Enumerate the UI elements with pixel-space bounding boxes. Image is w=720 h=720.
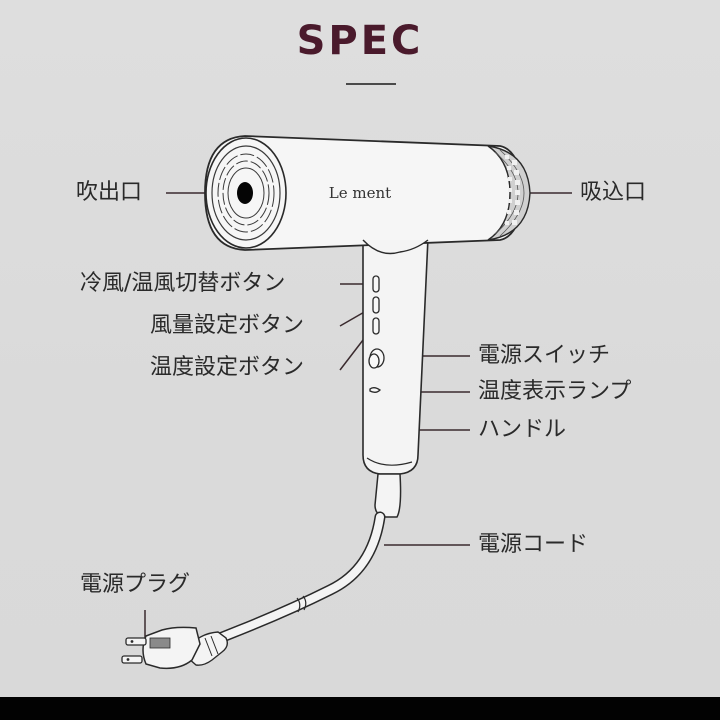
label-airflow-setting-button: 風量設定ボタン <box>150 313 305 338</box>
label-cool-warm-toggle-button: 冷風/温風切替ボタン <box>80 271 286 296</box>
title-underline <box>346 83 396 85</box>
label-power-switch: 電源スイッチ <box>478 343 611 368</box>
power-plug-shape <box>121 626 229 670</box>
label-temperature-indicator-lamp: 温度表示ランプ <box>478 379 632 404</box>
hair-dryer-illustration: Le ment <box>121 135 572 670</box>
label-power-plug: 電源プラグ <box>80 572 191 597</box>
label-outlet: 吹出口 <box>76 180 143 205</box>
cord-strain-relief <box>374 473 402 518</box>
handle-buttons <box>368 275 385 393</box>
bottom-bar <box>0 697 720 720</box>
label-power-cord: 電源コード <box>478 532 589 557</box>
label-handle: ハンドル <box>478 417 567 442</box>
outlet-face <box>205 137 287 249</box>
page-title: SPEC <box>296 18 424 64</box>
label-intake: 吸込口 <box>580 180 647 205</box>
brand-mark: Le ment <box>329 184 391 202</box>
power-cord-shape <box>209 511 386 646</box>
label-temperature-setting-button: 温度設定ボタン <box>150 355 305 380</box>
intake-mesh <box>487 145 531 241</box>
diagram-canvas: SPEC <box>0 0 720 697</box>
